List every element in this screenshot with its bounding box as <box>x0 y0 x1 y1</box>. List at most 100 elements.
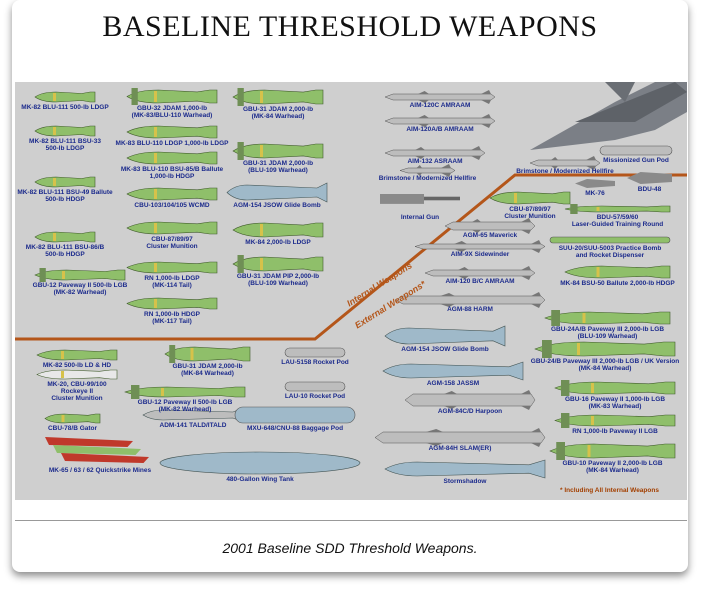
weapon-label-line: AGM-84C/D Harpoon <box>437 408 503 415</box>
weapon-label-w17: Internal Gun <box>401 214 439 221</box>
weapon-label-line: MXU-648/CNU-88 Baggage Pod <box>246 425 344 432</box>
weapon-w42 <box>284 381 346 392</box>
weapon-label-line: and Rocket Dispenser <box>575 252 645 259</box>
weapon-label-w28: RN 1,000-lb LDGP(MK-114 Tail) <box>144 275 199 289</box>
weapon-label-line: (MK-84 Warhead) <box>181 370 234 377</box>
weapon-w44 <box>124 385 246 399</box>
weapon-label-line: LAU-10 Rocket Pod <box>284 393 346 400</box>
weapon-w39 <box>384 325 506 347</box>
weapon-w21 <box>564 204 671 214</box>
weapon-label-w30: GBU-12 Paveway II 500-lb LGB(MK-82 Warhe… <box>33 282 128 296</box>
weapon-w20 <box>489 191 571 205</box>
weapon-w38 <box>284 347 346 358</box>
weapon-label-line: MK-65 / 63 / 62 Quickstrike Mines <box>48 467 152 474</box>
weapon-w1 <box>34 91 96 103</box>
weapon-label-line: GBU-12 Paveway II 500-lb LGB <box>137 399 233 406</box>
weapon-label-line: (BLU-109 Warhead) <box>248 167 308 174</box>
weapon-w5 <box>34 125 96 137</box>
weapon-label-w43: AGM-158 JASSM <box>427 380 479 387</box>
weapon-label-w52: MK-65 / 63 / 62 Quickstrike Mines <box>49 467 151 474</box>
weapon-label-line: MK-82 BLU-111 BSU-33 <box>29 138 101 145</box>
weapon-label-line: GBU-32 JDAM 1,000-lb <box>136 105 208 112</box>
weapon-w33 <box>126 297 218 310</box>
weapon-label-line: 500-lb HDGP <box>45 251 85 258</box>
weapon-w14 <box>34 176 96 188</box>
weapon-w24 <box>232 222 324 238</box>
weapon-label-w51: AGM-84H SLAM(ER) <box>429 445 492 452</box>
weapon-w51 <box>374 428 546 447</box>
weapon-label-line: (MK-82 Warhead) <box>158 406 212 413</box>
weapon-label-line: (MK-114 Tail) <box>152 282 192 289</box>
weapon-w55 <box>549 442 676 460</box>
weapon-label-w1: MK-82 BLU-111 500-lb LDGP <box>21 104 108 111</box>
slide-card: BASELINE THRESHOLD WEAPONS Internal Weap… <box>12 0 688 572</box>
weapon-label-line: MK-82 BLU-111 BSU-49 Ballute <box>17 189 113 196</box>
weapon-w43 <box>382 361 524 381</box>
weapon-label-line: MK-82 BLU-111 BSU-86/B <box>25 244 105 251</box>
weapon-label-line: (MK-84 Warhead) <box>251 113 305 120</box>
weapon-label-w9: GBU-31 JDAM 2,000-lb(BLU-109 Warhead) <box>243 160 313 174</box>
weapon-w8 <box>126 151 218 165</box>
weapon-label-w16: AGM-154 JSOW Glide Bomb <box>233 202 320 209</box>
weapons-panel: Internal Weapons External Weapons* * Inc… <box>15 82 687 500</box>
weapon-label-w12: Brimstone / Modernized Hellfire <box>516 168 614 175</box>
weapon-label-line: GBU-24/B Paveway III 2,000-lb LGB / UK V… <box>530 358 680 365</box>
weapon-label-w49: AGM-84C/D Harpoon <box>438 408 502 415</box>
weapon-w30 <box>34 268 126 282</box>
weapon-label-line: Cluster Munition <box>504 213 556 220</box>
weapon-label-w33: RN 1,000-lb HDGP(MK-117 Tail) <box>144 311 200 325</box>
weapon-w25 <box>444 218 536 234</box>
weapon-label-line: Brimstone / Modernized Hellfire <box>378 175 477 182</box>
weapon-w4 <box>384 90 496 104</box>
weapon-label-line: RN 1,000-lb LDGP <box>144 275 200 282</box>
weapon-label-w10: AIM-132 ASRAAM <box>407 158 462 165</box>
weapon-label-w18: MK-76 <box>585 190 605 197</box>
weapon-w26 <box>549 236 671 244</box>
weapon-w48 <box>234 406 356 424</box>
weapon-w15 <box>126 187 218 201</box>
weapon-label-w53: 480-Gallon Wing Tank <box>226 476 293 483</box>
page-title: BASELINE THRESHOLD WEAPONS <box>102 10 598 43</box>
weapon-label-line: CBU-78/B Gator <box>47 425 98 432</box>
weapon-w35 <box>544 310 671 326</box>
footnote: * Including All Internal Weapons <box>560 487 659 494</box>
weapon-w12 <box>529 156 601 170</box>
weapon-label-w35: GBU-24A/B Paveway III 2,000-lb LGB(BLU-1… <box>551 326 664 340</box>
weapon-w36 <box>36 349 118 361</box>
weapon-label-line: MK-20, CBU-99/100 <box>47 381 107 388</box>
weapon-label-line: AIM-120 B/C AMRAAM <box>445 278 515 285</box>
weapon-label-line: AIM-120A/B AMRAAM <box>406 126 474 133</box>
weapon-label-line: AIM-120C AMRAAM <box>409 102 471 109</box>
weapon-w6 <box>126 125 218 139</box>
weapon-label-w47: ADM-141 TALD/ITALD <box>160 422 227 429</box>
weapon-label-line: AGM-158 JASSM <box>426 380 480 387</box>
weapon-label-line: MK-84 2,000-lb LDGP <box>245 239 311 246</box>
weapon-w32 <box>564 265 671 279</box>
weapon-label-line: (BLU-109 Warhead) <box>248 280 308 287</box>
weapon-w19 <box>627 172 672 184</box>
weapon-label-line: GBU-16 Paveway II 1,000-lb LGB <box>564 396 666 403</box>
weapon-w49 <box>404 390 536 410</box>
weapon-w53 <box>159 451 361 475</box>
weapon-label-w48: MXU-648/CNU-88 Baggage Pod <box>247 425 343 432</box>
weapon-label-w6: MK-83 BLU-110 LDGP 1,000-lb LDGP <box>116 140 229 147</box>
weapon-label-w45: GBU-16 Paveway II 1,000-lb LGB(MK-83 War… <box>565 396 665 410</box>
weapon-label-line: Internal Gun <box>400 214 440 221</box>
weapon-label-w50: RN 1,000-lb Paveway II LGB <box>572 428 658 435</box>
weapon-w29 <box>232 255 324 273</box>
weapon-label-w32: MK-84 BSU-50 Ballute 2,000-lb HDGP <box>560 280 675 287</box>
weapon-label-w55: GBU-10 Paveway II 2,000-lb LGB(MK-84 War… <box>562 460 662 474</box>
weapon-label-line: GBU-31 JDAM 2,000-lb <box>172 363 243 370</box>
weapon-label-line: Laser-Guided Training Round <box>571 221 664 228</box>
weapon-label-line: GBU-24A/B Paveway III 2,000-lb LGB <box>550 326 665 333</box>
weapon-label-line: RN 1,000-lb HDGP <box>144 311 200 318</box>
weapon-label-line: LAU-5158 Rocket Pod <box>281 359 349 366</box>
caption: 2001 Baseline SDD Threshold Weapons. <box>222 540 478 556</box>
weapon-w22 <box>34 231 96 243</box>
